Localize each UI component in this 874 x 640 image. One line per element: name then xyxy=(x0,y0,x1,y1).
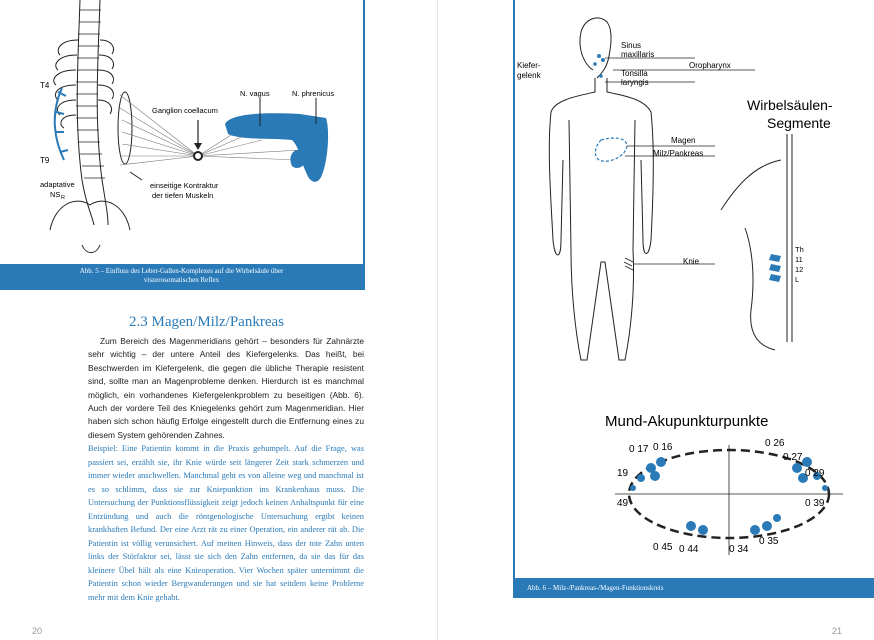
label-adaptive: adaptative xyxy=(40,180,75,189)
spine-label-11: 11 xyxy=(795,255,803,264)
label-contraction-2: der tiefen Muskeln xyxy=(152,191,213,200)
label-tonsilla-1: Tonsilla xyxy=(621,69,648,78)
label-t9: T9 xyxy=(40,156,50,165)
section-title: 2.3 Magen/Milz/Pankreas xyxy=(129,314,284,330)
label-phrenicus: N. phrenicus xyxy=(292,89,334,98)
body-outline xyxy=(548,17,654,361)
mouth-point-017: 0 17 xyxy=(629,444,649,455)
label-knie: Knie xyxy=(683,257,700,266)
spine-label-l: L xyxy=(795,275,799,284)
mouth-point-19: 19 xyxy=(617,468,629,479)
figure-6: Kiefer- gelenk Sinus maxillaris Orophary… xyxy=(513,0,874,598)
label-t4: T4 xyxy=(40,81,50,90)
mouth-axes xyxy=(615,445,843,555)
spine-segment-marks xyxy=(769,254,781,282)
mouth-point-039: 0 39 xyxy=(805,498,825,509)
mouth-point-029: 0 29 xyxy=(805,468,825,479)
mouth-point-026: 0 26 xyxy=(765,438,785,449)
mouth-point-044: 0 44 xyxy=(679,544,699,555)
stomach-dashed xyxy=(594,137,628,162)
label-kiefer-2: gelenk xyxy=(517,71,542,80)
mouth-point-034: 0 34 xyxy=(729,544,749,555)
label-ganglion: Ganglion coellacum xyxy=(152,106,218,115)
label-ns: NS xyxy=(50,190,60,199)
figure-6-caption: Abb. 6 – Milz-/Pankreas-/Magen-Funktions… xyxy=(515,578,874,598)
label-vagus: N. vagus xyxy=(240,89,270,98)
knie-mark xyxy=(623,257,634,271)
spine-label-12: 12 xyxy=(795,265,803,274)
spine-illustration xyxy=(49,0,131,253)
mouth-outline xyxy=(627,448,831,540)
spine-title-2: Segmente xyxy=(767,115,831,131)
mouth-point-045: 0 45 xyxy=(653,542,673,553)
body-paragraph: Zum Bereich des Magenmeridians gehört – … xyxy=(88,336,364,440)
spine-profile xyxy=(720,134,793,351)
mouth-point-49: 49 xyxy=(617,498,629,509)
mouth-point-035: 0 35 xyxy=(759,536,779,547)
stomach-circuit-diagram: Kiefer- gelenk Sinus maxillaris Orophary… xyxy=(517,17,843,555)
ganglion-node xyxy=(193,151,203,161)
leader-lines xyxy=(605,57,755,265)
label-magen: Magen xyxy=(671,136,695,145)
label-ns-sub: R xyxy=(61,195,65,201)
figure-5: T4 T9 adaptative NS R xyxy=(0,0,365,290)
liver-shape xyxy=(225,113,329,182)
spine-reflex-diagram: T4 T9 adaptative NS R xyxy=(40,0,334,253)
label-tonsilla-2: laryngis xyxy=(621,78,649,87)
label-oropharynx: Oropharynx xyxy=(689,61,731,70)
label-sinus-1: Sinus xyxy=(621,41,641,50)
example-paragraph: Beispiel: Eine Patientin kommt in die Pr… xyxy=(88,444,364,602)
label-milz: Milz/Pankreas xyxy=(653,149,703,158)
figure-5-caption: Abb. 5 – Einfluss des Leber-Gallen-Kompl… xyxy=(0,264,363,288)
spine-title-1: Wirbelsäulen- xyxy=(747,97,833,113)
label-contraction-1: einseitige Kontraktur xyxy=(150,181,219,190)
spine-label-th: Th xyxy=(795,245,804,254)
curvature-arc xyxy=(53,87,65,161)
face-points xyxy=(593,54,605,78)
mouth-point-027: 0 27 xyxy=(783,452,803,463)
label-sinus-2: maxillaris xyxy=(621,50,654,59)
left-page: T4 T9 adaptative NS R xyxy=(0,0,365,636)
mouth-teeth xyxy=(630,457,828,535)
muscle-ellipse xyxy=(117,91,133,165)
mouth-title: Mund-Akupunkturpunkte xyxy=(605,413,768,430)
right-page: Kiefer- gelenk Sinus maxillaris Orophary… xyxy=(437,0,874,640)
label-kiefer-1: Kiefer- xyxy=(517,61,541,70)
mouth-point-016: 0 16 xyxy=(653,442,673,453)
page-number-left: 20 xyxy=(32,626,43,636)
page-number-right: 21 xyxy=(832,626,843,636)
